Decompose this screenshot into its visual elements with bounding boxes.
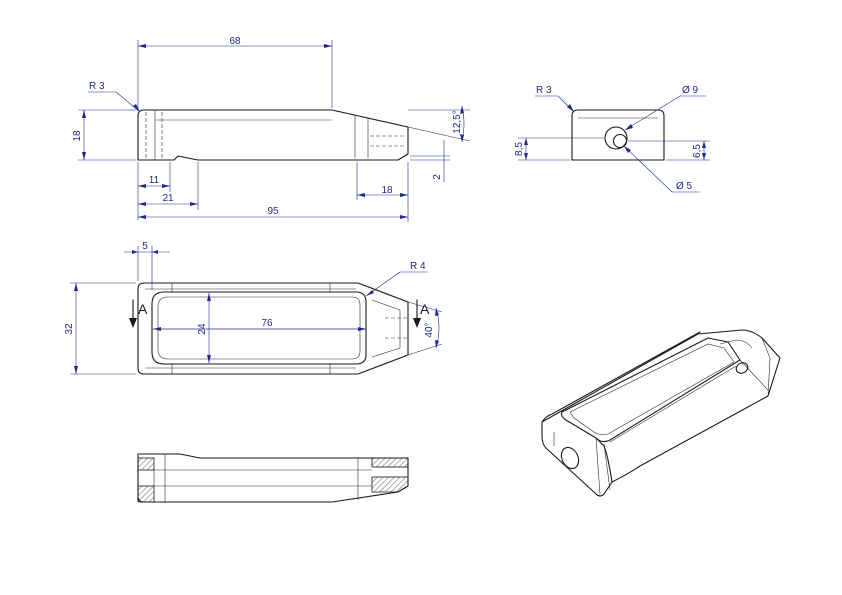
dim-r3-side: R 3	[536, 85, 552, 96]
iso-outer-shell	[541, 329, 781, 497]
dim-40-deg: 40°	[424, 322, 435, 337]
dim-76: 76	[261, 318, 273, 329]
dim-18: 18	[72, 130, 83, 142]
dim-8-5: 8,5	[514, 142, 525, 156]
iso-top-rim	[541, 331, 701, 423]
top-view-outline	[137, 282, 409, 375]
side-view-outline	[571, 109, 665, 161]
dim-2: 2	[432, 174, 443, 180]
section-view	[137, 453, 409, 503]
dim-r3-front: R 3	[89, 81, 105, 92]
dim-11: 11	[149, 175, 160, 186]
front-view-outline	[137, 109, 409, 161]
top-view-pocket	[151, 291, 367, 365]
dim-18-bottom: 18	[381, 185, 393, 196]
hole-dia-5	[612, 133, 628, 149]
dim-68: 68	[229, 36, 241, 47]
dim-12-5-deg: 12,5°	[452, 110, 463, 133]
dim-5: 5	[142, 241, 148, 252]
section-markers: A A	[129, 299, 430, 328]
section-hatch-top-right	[371, 457, 409, 468]
section-hatch-top-left	[137, 457, 155, 471]
front-view-dimensions: 68 R 3 18 12,5° 2 11	[72, 36, 471, 222]
side-view-dimensions: R 3 Ø 9 Ø 5 8,5 6,5	[514, 85, 710, 193]
dim-95: 95	[267, 206, 279, 217]
front-view	[137, 109, 409, 161]
section-hatch-bottom-left	[137, 485, 155, 503]
dim-dia-5: Ø 5	[676, 181, 693, 192]
section-view-outline	[137, 453, 409, 503]
top-view	[137, 282, 409, 375]
iso-hole-front	[560, 446, 580, 470]
dim-dia-9: Ø 9	[682, 85, 699, 96]
dim-r4: R 4	[410, 261, 426, 272]
hole-dia-9	[604, 126, 628, 150]
section-marker-left: A	[138, 301, 148, 317]
side-view	[571, 109, 665, 161]
dim-6-5: 6,5	[692, 144, 703, 158]
dim-32: 32	[64, 323, 75, 335]
top-view-dimensions: 5 R 4 32 24 76 40°	[64, 241, 443, 375]
section-marker-right: A	[420, 301, 430, 317]
iso-hole-rear	[735, 362, 749, 374]
dim-21: 21	[162, 193, 174, 204]
isometric-view	[541, 329, 781, 497]
